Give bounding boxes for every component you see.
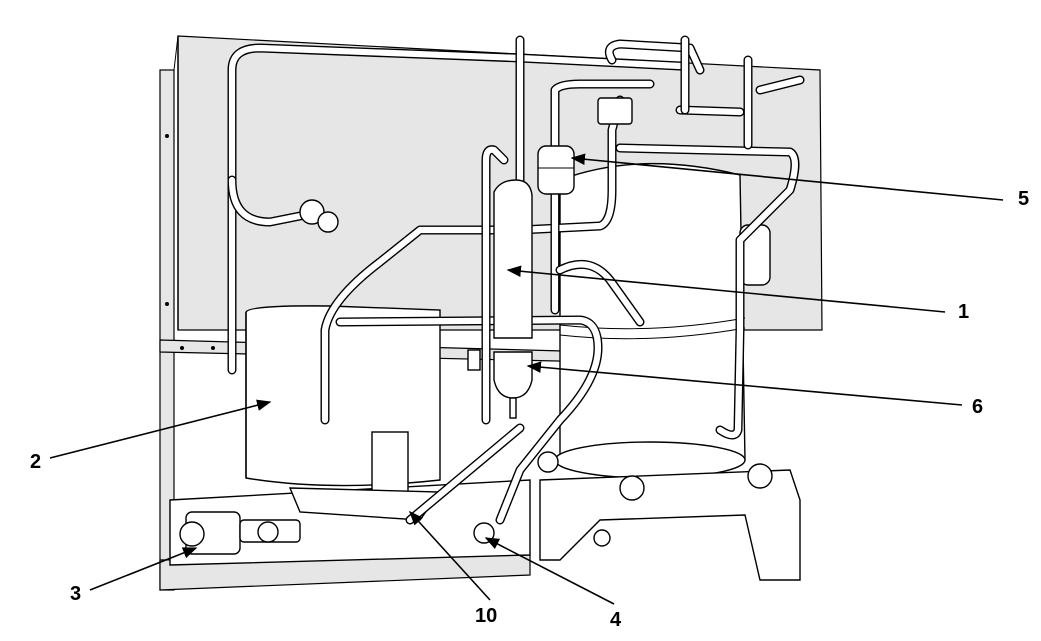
callout-5: 5 [1018, 188, 1029, 210]
solenoid-valve-upper [299, 97, 633, 233]
refrigerant-piping [227, 35, 805, 525]
receiver [537, 145, 575, 195]
filter-drier [467, 179, 533, 419]
callout-3: 3 [70, 583, 81, 605]
compressor [554, 162, 771, 479]
callout-2: 2 [30, 451, 41, 473]
callout-labels: 5 1 6 2 3 10 4 [30, 188, 1029, 631]
callout-6: 6 [972, 396, 983, 418]
base-tray [159, 479, 531, 591]
callout-4: 4 [610, 609, 622, 631]
leader-lines [49, 153, 1004, 605]
service-valve [179, 511, 301, 555]
callout-10: 10 [475, 605, 497, 627]
condenser-box [245, 305, 442, 521]
compressor-base [537, 451, 801, 581]
callout-1: 1 [958, 301, 969, 323]
